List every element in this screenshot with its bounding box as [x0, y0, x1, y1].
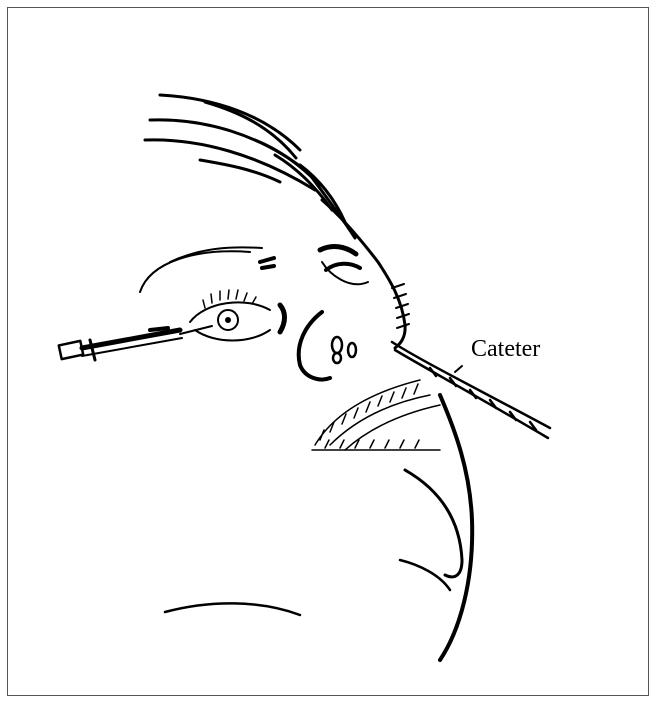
left-eyebrow-upper [170, 247, 262, 262]
left-eye [190, 290, 270, 341]
brow-mark [260, 258, 274, 268]
jaw-line [400, 560, 450, 590]
left-eyebrow [140, 251, 250, 292]
nose-outline [299, 312, 330, 379]
lips [312, 380, 440, 450]
hair-strokes [145, 95, 355, 238]
face-profile-line [322, 200, 405, 348]
catheter-label: Cateter [471, 337, 540, 361]
nostrils [332, 337, 356, 363]
right-eye-closed [326, 264, 360, 270]
catheter-leader-mark [455, 366, 462, 372]
syringe [59, 326, 212, 360]
right-eyebrow [320, 247, 356, 254]
chin-inner-line [405, 470, 462, 577]
lower-jaw-line [165, 603, 300, 615]
cheek-mark [280, 305, 285, 332]
